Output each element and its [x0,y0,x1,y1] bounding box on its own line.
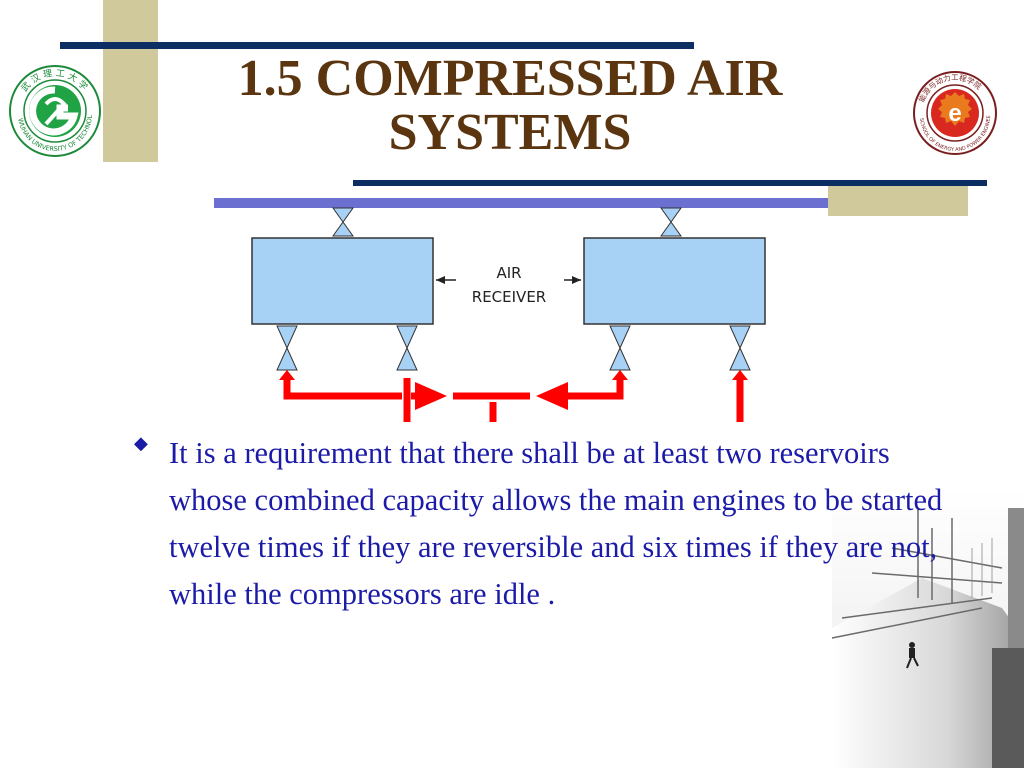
bottom-valve-3 [609,325,631,371]
title-line-1: 1.5 COMPRESSED AIR [237,50,783,107]
diamond-bullet-icon: ◆ [134,433,148,454]
red-pipework [283,378,744,422]
air-label: AIR [496,264,521,282]
ship-deck-photo [831,488,1024,768]
top-valve-right [660,207,682,237]
bottom-valve-1 [276,325,298,371]
top-rule [60,42,694,49]
top-valve-left [332,207,354,237]
mid-rule [353,180,987,186]
receiver-right [583,237,766,325]
tan-block-right [828,186,968,216]
bullet-item-text: It is a requirement that there shall be … [169,436,943,611]
bottom-valve-4 [729,325,751,371]
bottom-valve-2 [396,325,418,371]
purple-rule [214,198,828,208]
label-arrows [436,276,581,284]
receiver-left [251,237,434,325]
svg-text:e: e [948,100,961,127]
slide-title: 1.5 COMPRESSED AIR SYSTEMS [140,52,880,160]
red-arrowheads [279,370,748,410]
receiver-label: RECEIVER [472,288,546,306]
university-logo: 武 汉 理 工 大 学 WUHAN UNIVERSITY OF TECHNOLO… [5,58,102,158]
tan-block-left [103,0,158,162]
air-receiver-diagram: AIR RECEIVER [215,196,835,422]
deck-worker-figure [906,642,919,669]
title-line-2: SYSTEMS [388,104,632,161]
school-logo: e 能源与动力工程学院 SCHOOL OF ENERGY AND POWER E… [910,66,998,156]
